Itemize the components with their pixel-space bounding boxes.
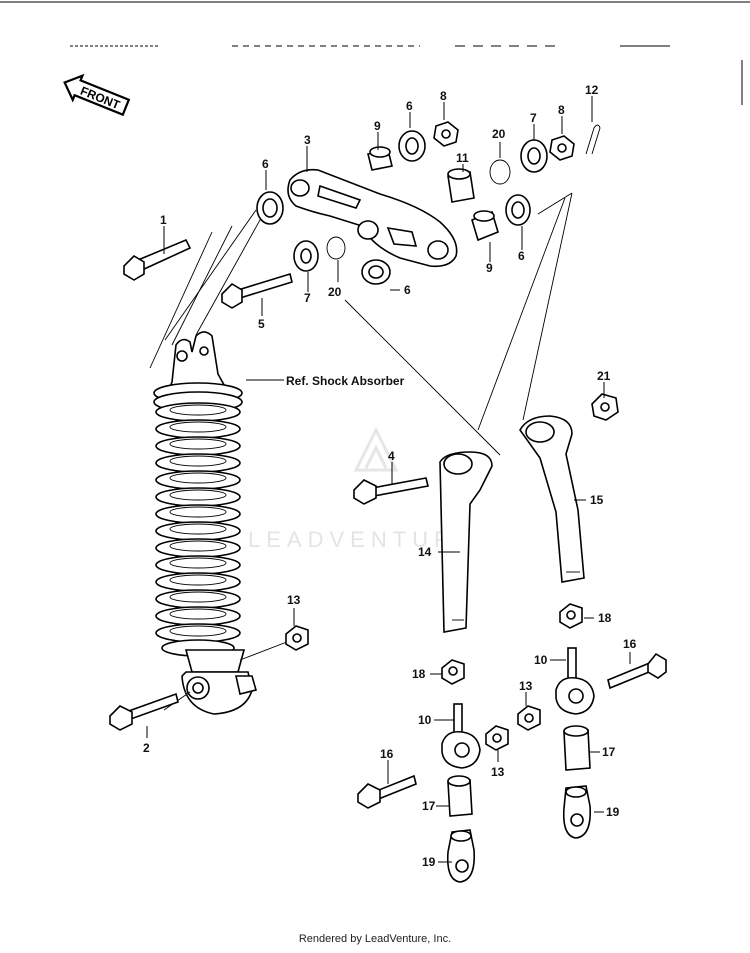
spring-coil: [155, 589, 241, 609]
spring-coil-inner: [169, 472, 227, 484]
spring-coil-inner: [169, 523, 227, 535]
spring-coil-inner: [169, 404, 227, 416]
spring-coil-inner: [169, 574, 227, 586]
callout-10-right: 10: [534, 653, 548, 667]
callout-15: 15: [590, 493, 604, 507]
spring-coil: [155, 470, 241, 490]
bolts: [109, 238, 667, 809]
spring-coil-inner: [169, 455, 227, 467]
callout-10-left: 10: [418, 713, 432, 727]
callout-13-shock: 13: [287, 593, 301, 607]
callout-9-top: 9: [374, 119, 381, 133]
spring-coil-inner: [169, 489, 227, 501]
callout-14: 14: [418, 545, 432, 559]
leader-lines: [146, 96, 631, 863]
callout-20-left: 20: [328, 285, 342, 299]
spring-coil: [155, 572, 241, 592]
spring-coil-inner: [169, 608, 227, 620]
callout-21: 21: [597, 369, 611, 383]
callout-13-left: 13: [491, 765, 505, 779]
callout-5: 5: [258, 317, 265, 331]
callout-9-right: 9: [486, 261, 493, 275]
callout-7-left: 7: [304, 291, 311, 305]
spring-coil: [155, 555, 241, 575]
callout-17-right: 17: [602, 745, 616, 759]
spring-coil-inner: [169, 540, 227, 552]
spring-coil-inner: [169, 506, 227, 518]
watermark-text: LEADVENTURE: [248, 527, 477, 552]
callout-8-left: 8: [440, 89, 447, 103]
callout-1: 1: [160, 213, 167, 227]
watermark: LEADVENTURE: [248, 426, 477, 552]
spring-coil-inner: [169, 421, 227, 433]
callout-13-right: 13: [519, 679, 533, 693]
rocker-arm: [287, 168, 458, 268]
spring-coil-inner: [169, 591, 227, 603]
spring-coil-inner: [169, 557, 227, 569]
callout-6-top: 6: [406, 99, 413, 113]
ref-shock-absorber-label: Ref. Shock Absorber: [286, 374, 405, 388]
callout-7-right: 7: [530, 111, 537, 125]
spring-coil: [155, 453, 241, 473]
callout-19-left: 19: [422, 855, 436, 869]
callout-4: 4: [388, 449, 395, 463]
rod-ends: [441, 603, 595, 883]
callout-16-right: 16: [623, 637, 637, 651]
spring-coil: [155, 521, 241, 541]
shock-absorber: [153, 331, 257, 715]
callout-19-right: 19: [606, 805, 620, 819]
spring-coil-inner: [169, 625, 227, 637]
callout-labels: 1 2 3 4 5 6 6 6 6 7 7 8 8 9 9 10 10 11 1…: [143, 83, 637, 869]
callout-12: 12: [585, 83, 599, 97]
callout-18-left: 18: [412, 667, 426, 681]
spring-coil: [155, 538, 241, 558]
callout-3: 3: [304, 133, 311, 147]
callout-18-right: 18: [598, 611, 612, 625]
spring-coil: [155, 402, 241, 422]
spring-coil: [155, 436, 241, 456]
callout-11: 11: [456, 151, 469, 165]
tie-rods: [439, 415, 585, 633]
spring-coil: [155, 419, 241, 439]
spring-coil: [155, 504, 241, 524]
assembly-lines: [149, 192, 573, 711]
spring-coil: [155, 606, 241, 626]
rocker-hardware: [256, 121, 601, 285]
top-border-marks: [0, 1, 750, 105]
spring-coil-inner: [169, 438, 227, 450]
callout-20-top: 20: [492, 127, 506, 141]
callout-2: 2: [143, 741, 150, 755]
callout-6-right: 6: [518, 249, 525, 263]
callout-8-right: 8: [558, 103, 565, 117]
callout-6-left: 6: [262, 157, 269, 171]
footer-credit: Rendered by LeadVenture, Inc.: [298, 933, 452, 945]
spring-coil: [155, 487, 241, 507]
front-arrow-icon: FRONT: [63, 73, 131, 117]
callout-16-left: 16: [380, 747, 394, 761]
callout-17-left: 17: [422, 799, 436, 813]
callout-6-bottom: 6: [404, 283, 411, 297]
